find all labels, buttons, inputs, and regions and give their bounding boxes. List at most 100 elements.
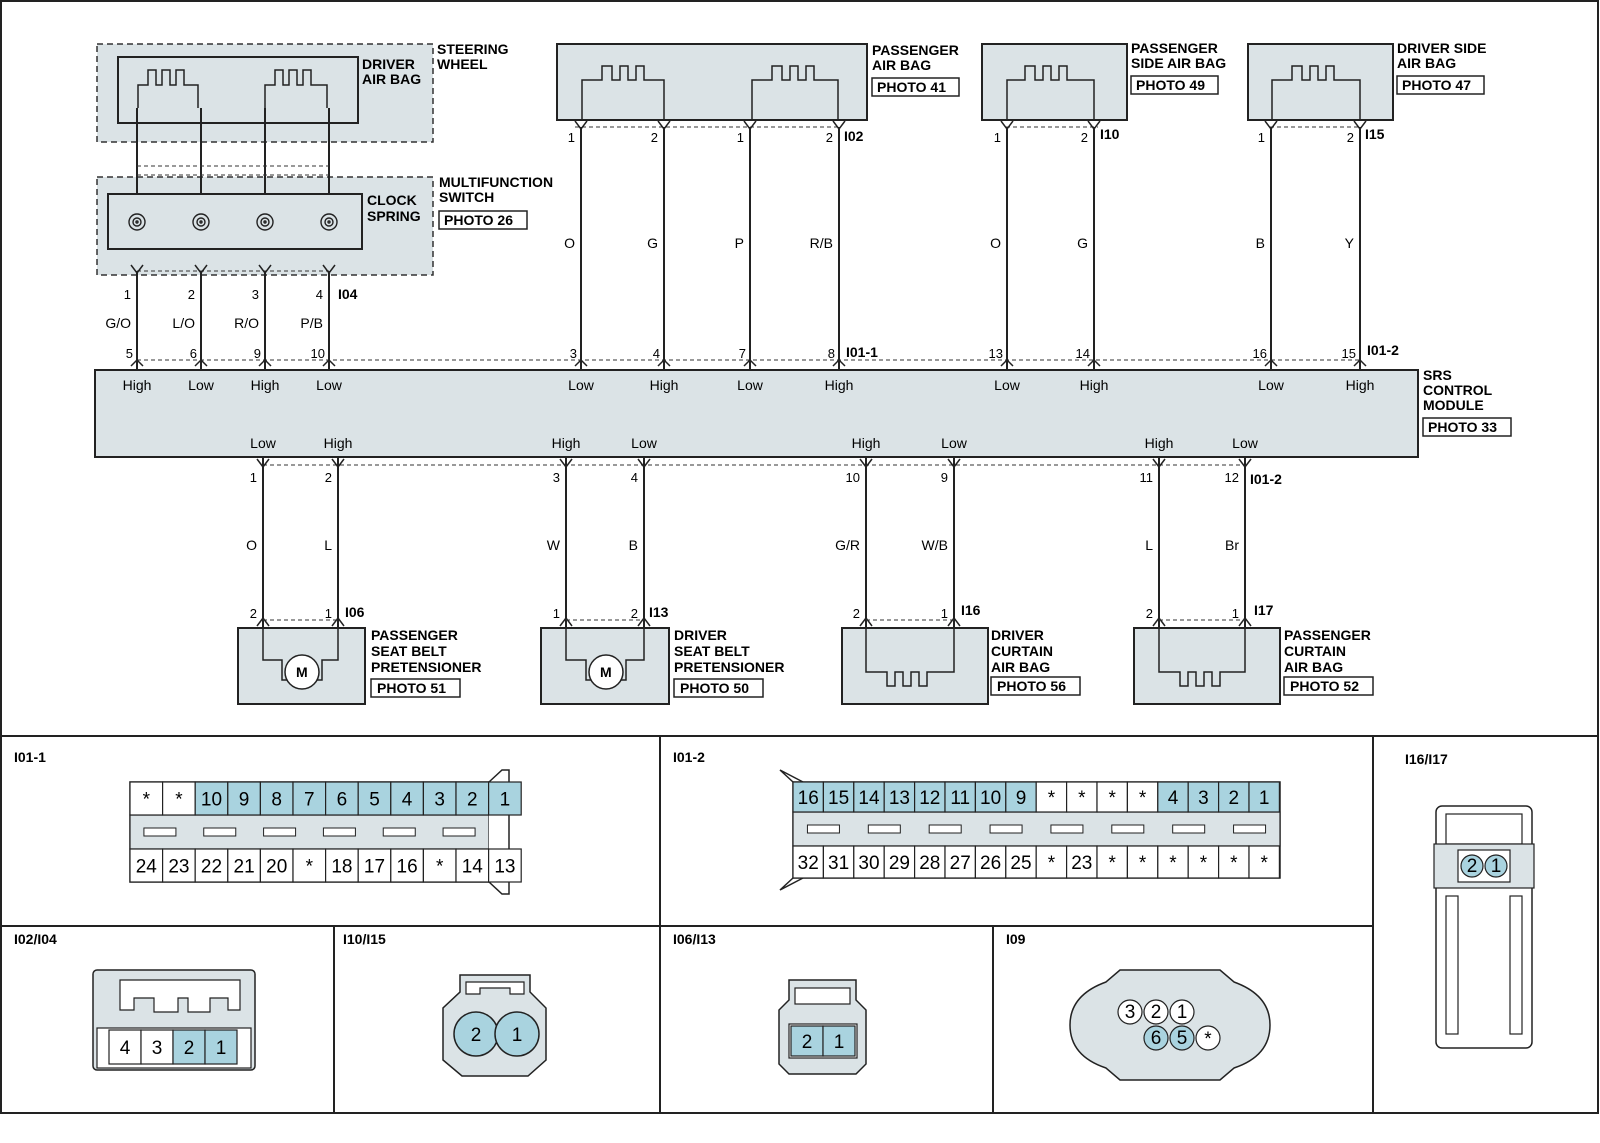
cavity bbox=[357, 848, 392, 883]
cavity-label: 28 bbox=[919, 853, 940, 874]
cavity-label: 10 bbox=[201, 790, 222, 811]
srs-module-label-2: CONTROL bbox=[1423, 382, 1493, 398]
driver-side-air-bag-photo-box bbox=[1396, 75, 1485, 95]
connector-i15-label: I15 bbox=[1365, 126, 1385, 142]
i02-i04-pin-2: 2 bbox=[184, 1038, 195, 1059]
cavity bbox=[259, 848, 294, 883]
passenger-side-air-bag-box bbox=[981, 43, 1128, 121]
passenger-air-bag-box bbox=[556, 43, 868, 121]
wire-color-label: G/R bbox=[835, 537, 860, 553]
srs-pin-number: 3 bbox=[553, 470, 560, 485]
connector-i06-label: I06 bbox=[345, 604, 365, 620]
top-pin-number: 2 bbox=[1347, 130, 1354, 145]
cavity-label: 21 bbox=[234, 857, 255, 878]
signal-label: High bbox=[1346, 377, 1375, 393]
wire-color-label: O bbox=[990, 235, 1001, 251]
cavity bbox=[974, 781, 1007, 813]
motor-icon-driver bbox=[588, 654, 624, 690]
terminal-arrow bbox=[1238, 616, 1252, 627]
passenger-air-bag-group: PASSENGER AIR BAG PHOTO 41 bbox=[556, 42, 960, 121]
top-pin-number: 1 bbox=[568, 130, 575, 145]
signal-label: High bbox=[1080, 377, 1109, 393]
top-pin-number: 3 bbox=[252, 287, 259, 302]
terminal-arrow bbox=[331, 616, 345, 627]
cavity bbox=[194, 848, 229, 883]
wire-color-label: P/B bbox=[300, 315, 323, 331]
signal-label: Low bbox=[941, 435, 968, 451]
srs-lower-wires: Low1O2High2L1High3W1Low4B2High10G/R2Low9… bbox=[246, 435, 1259, 628]
cavity-label: 5 bbox=[369, 790, 380, 811]
srs-pin-number: 11 bbox=[1140, 470, 1154, 485]
component-pin-number: 1 bbox=[1232, 606, 1239, 621]
i16-i17-pin-2-label: 2 bbox=[1467, 856, 1478, 877]
signal-label: High bbox=[1145, 435, 1174, 451]
latch-slot bbox=[143, 827, 177, 837]
srs-pin-number: 15 bbox=[1342, 346, 1356, 361]
cavity-label: 26 bbox=[980, 853, 1001, 874]
srs-pin-number: 12 bbox=[1225, 470, 1239, 485]
cavity-label: 8 bbox=[271, 790, 282, 811]
latch-slot bbox=[382, 827, 416, 837]
cavity-label: 24 bbox=[136, 857, 158, 878]
terminal-arrow bbox=[1152, 458, 1166, 469]
signal-label: High bbox=[852, 435, 881, 451]
top-pin-number: 1 bbox=[124, 287, 131, 302]
cavity-label: * bbox=[1048, 788, 1056, 809]
wire-color-label: O bbox=[246, 537, 257, 553]
cavity bbox=[129, 781, 164, 816]
terminal-arrow bbox=[574, 120, 588, 131]
latch-slot bbox=[1233, 824, 1267, 834]
i09-pin-2-label: 2 bbox=[1151, 1002, 1162, 1023]
cavity-label: * bbox=[1200, 853, 1208, 874]
cavity bbox=[944, 845, 976, 879]
srs-pin-number: 8 bbox=[828, 346, 835, 361]
srs-module-photo-box bbox=[1422, 417, 1512, 437]
cavity bbox=[292, 848, 327, 883]
cavity-label: 7 bbox=[304, 790, 315, 811]
terminal-arrow bbox=[322, 358, 336, 367]
cavity-label: * bbox=[1108, 788, 1116, 809]
driver-side-air-bag-label-2: AIR BAG bbox=[1397, 55, 1456, 71]
cavity-label: 13 bbox=[494, 857, 515, 878]
terminal-arrow bbox=[194, 264, 208, 275]
passenger-curtain-squib-icon bbox=[1158, 628, 1246, 687]
srs-pin-number: 2 bbox=[325, 470, 332, 485]
passenger-curtain-photo-box bbox=[1283, 676, 1374, 696]
cavity bbox=[1035, 845, 1068, 879]
cavity-label: 29 bbox=[889, 853, 910, 874]
latch-slot bbox=[989, 824, 1023, 834]
cavity-label: * bbox=[143, 790, 151, 811]
passenger-seat-belt-pretensioner: M PASSENGER SEAT BELT PRETENSIONER PHOTO… bbox=[237, 627, 481, 705]
cavity-label: 2 bbox=[1229, 788, 1240, 809]
cavity bbox=[1096, 781, 1128, 813]
latch-slot bbox=[867, 824, 901, 834]
terminal-arrow bbox=[322, 264, 336, 275]
cavity bbox=[488, 848, 522, 883]
srs-pin-number: 4 bbox=[631, 470, 638, 485]
latch-slot bbox=[322, 827, 356, 837]
srs-pin-number: 13 bbox=[989, 346, 1003, 361]
passenger-side-air-bag-label-1: PASSENGER bbox=[1131, 40, 1218, 56]
terminal-arrow bbox=[1238, 458, 1252, 469]
passenger-air-bag-squib-icon bbox=[581, 65, 839, 120]
top-pin-number: 1 bbox=[994, 130, 1001, 145]
signal-label: High bbox=[251, 377, 280, 393]
signal-label: Low bbox=[631, 435, 658, 451]
signal-label: Low bbox=[188, 377, 215, 393]
i16-i17-pin-1 bbox=[1484, 854, 1508, 878]
component-pin-number: 1 bbox=[941, 606, 948, 621]
cavity-label: 14 bbox=[462, 857, 484, 878]
cavity-label: * bbox=[1139, 853, 1147, 874]
cavity-label: * bbox=[1048, 853, 1056, 874]
passenger-air-bag-photo-label: PHOTO 41 bbox=[877, 79, 946, 95]
clock-spring-wires bbox=[136, 108, 330, 272]
cavity bbox=[1126, 781, 1159, 813]
cavity bbox=[1065, 781, 1098, 813]
srs-pin-number: 1 bbox=[250, 470, 257, 485]
terminal-arrow bbox=[657, 358, 671, 367]
component-pin-number: 2 bbox=[250, 606, 257, 621]
latch-slot bbox=[1172, 824, 1206, 834]
i01-2-view-title: I01-2 bbox=[673, 749, 705, 765]
terminal-arrow bbox=[1264, 120, 1278, 131]
